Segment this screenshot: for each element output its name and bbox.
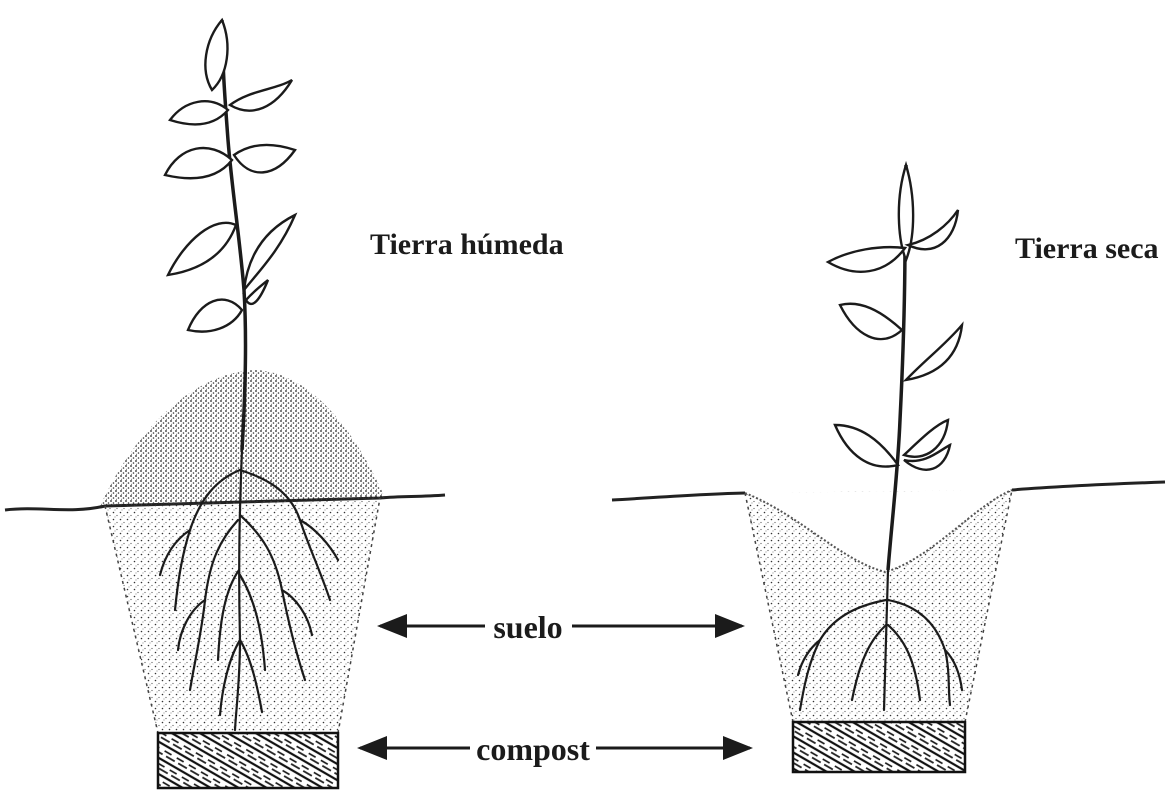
soil-label: suelo <box>493 609 562 645</box>
dry-soil-label: Tierra seca <box>1015 232 1159 265</box>
leaves-right <box>828 165 962 470</box>
compost-label: compost <box>476 731 590 767</box>
compost-layer-left <box>158 733 338 788</box>
compost-layer-right <box>793 722 965 772</box>
planting-pit-left <box>105 498 380 733</box>
wet-soil-label: Tierra húmeda <box>370 228 564 261</box>
wet-soil-planting <box>5 20 445 788</box>
